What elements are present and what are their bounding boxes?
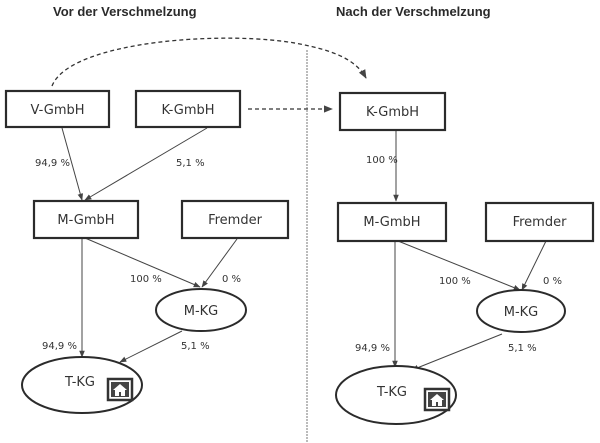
pct-mkg-to-tkg-after: 5,1 % bbox=[508, 343, 537, 354]
edge-k-to-m bbox=[84, 127, 208, 201]
label-fremder: Fremder bbox=[208, 213, 263, 228]
node-m-kg-after bbox=[476, 289, 566, 333]
pct-fremder-to-mkg-after: 0 % bbox=[543, 276, 562, 287]
house-icon bbox=[106, 377, 134, 402]
label-m-gmbh-after: M-GmbH bbox=[363, 215, 420, 230]
node-m-kg bbox=[155, 288, 247, 332]
pct-fremder-to-mkg: 0 % bbox=[222, 274, 241, 285]
pct-k-to-m-after: 100 % bbox=[366, 155, 398, 166]
merger-arrow-curved bbox=[51, 37, 367, 87]
edge-m-to-mkg bbox=[84, 237, 201, 288]
label-k-gmbh-after: K-GmbH bbox=[366, 105, 419, 120]
label-m-kg-after: M-KG bbox=[504, 305, 539, 320]
node-v-gmbh bbox=[4, 89, 111, 129]
edge-fremder-to-mkg-after bbox=[521, 240, 547, 291]
label-t-kg: T-KG bbox=[64, 375, 95, 390]
before-section: 94,9 % 5,1 % 100 % 0 % 94,9 % 5,1 % V-Gm… bbox=[4, 89, 290, 414]
label-fremder-after: Fremder bbox=[513, 215, 568, 230]
pct-m-to-mkg-after: 100 % bbox=[439, 276, 471, 287]
edge-v-to-m bbox=[61, 127, 84, 201]
label-m-gmbh: M-GmbH bbox=[57, 213, 114, 228]
edge-m-to-mkg-after bbox=[397, 240, 521, 291]
pct-m-to-tkg-after: 94,9 % bbox=[355, 343, 390, 354]
node-k-gmbh bbox=[134, 89, 242, 129]
house-icon bbox=[423, 387, 451, 412]
node-k-gmbh-after bbox=[338, 91, 447, 132]
label-t-kg-after: T-KG bbox=[376, 385, 407, 400]
node-fremder-after bbox=[484, 201, 595, 243]
edge-mkg-to-tkg bbox=[119, 330, 183, 363]
pct-k-to-m: 5,1 % bbox=[176, 158, 205, 169]
pct-v-to-m: 94,9 % bbox=[35, 158, 70, 169]
title-after: Nach der Verschmelzung bbox=[336, 4, 491, 19]
node-m-gmbh-after bbox=[336, 201, 448, 243]
pct-m-to-mkg: 100 % bbox=[130, 274, 162, 285]
node-fremder bbox=[180, 199, 290, 240]
label-v-gmbh: V-GmbH bbox=[30, 103, 84, 118]
pct-m-to-tkg: 94,9 % bbox=[42, 341, 77, 352]
edge-mkg-to-tkg-after bbox=[411, 333, 503, 371]
node-m-gmbh bbox=[32, 199, 140, 240]
label-m-kg: M-KG bbox=[184, 304, 219, 319]
pct-mkg-to-tkg: 5,1 % bbox=[181, 341, 210, 352]
title-before: Vor der Verschmelzung bbox=[53, 4, 197, 19]
edge-fremder-to-mkg bbox=[201, 238, 238, 288]
label-k-gmbh: K-GmbH bbox=[161, 103, 214, 118]
after-section: 100 % 100 % 0 % 94,9 % 5,1 % K-GmbH M-Gm… bbox=[335, 91, 595, 425]
